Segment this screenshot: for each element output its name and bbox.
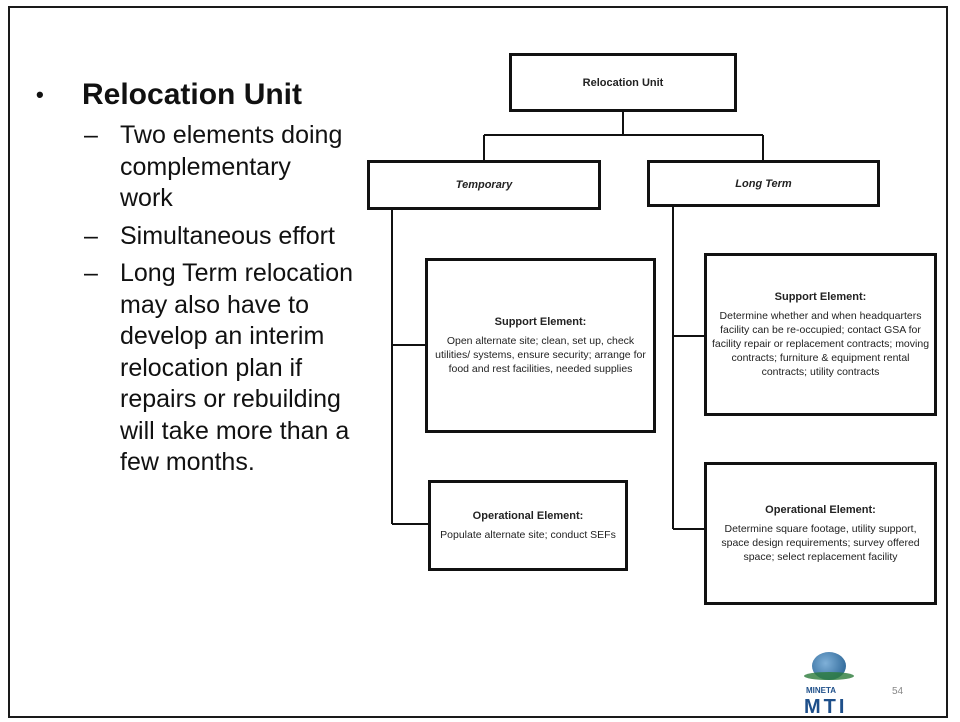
node-title: Support Element:	[774, 290, 867, 303]
node-label: Long Term	[735, 177, 792, 190]
main-bullet: • Relocation Unit	[36, 78, 366, 112]
mineta-logo: MINETA MTI	[800, 652, 860, 718]
sub-bullet-text: Simultaneous effort	[120, 221, 335, 250]
slide-frame	[8, 6, 948, 718]
node-body: Determine whether and when headquarters …	[711, 309, 930, 378]
sub-bullet-2: – Simultaneous effort	[84, 221, 366, 253]
node-relocation-unit: Relocation Unit	[509, 53, 737, 112]
logo-wordmark: MINETA	[806, 686, 837, 695]
page-number: 54	[892, 686, 904, 697]
bullet-list: • Relocation Unit – Two elements doing c…	[36, 78, 366, 479]
node-body: Determine square footage, utility suppor…	[721, 522, 920, 563]
logo-mti: MTI	[804, 696, 848, 718]
sub-bullet-text: Long Term relocation may also have to de…	[120, 259, 354, 476]
node-title: Support Element:	[494, 315, 587, 328]
node-temporary: Temporary	[367, 160, 601, 210]
node-title: Operational Element:	[472, 509, 584, 522]
node-temp-operational-element: Operational Element: Populate alternate …	[428, 480, 628, 571]
node-lt-support-element: Support Element: Determine whether and w…	[704, 253, 937, 416]
node-temp-support-element: Support Element: Open alternate site; cl…	[425, 258, 656, 433]
node-label: Relocation Unit	[582, 76, 664, 89]
node-long-term: Long Term	[647, 160, 880, 207]
main-bullet-text: Relocation Unit	[82, 78, 303, 111]
sub-bullet-1: – Two elements doing complementary work	[84, 120, 366, 215]
swoosh-icon	[804, 672, 854, 680]
node-lt-operational-element: Operational Element: Determine square fo…	[704, 462, 937, 605]
node-body: Open alternate site; clean, set up, chec…	[435, 334, 646, 375]
node-body: Populate alternate site; conduct SEFs	[440, 528, 616, 541]
node-label: Temporary	[455, 179, 513, 191]
node-title: Operational Element:	[765, 503, 876, 516]
sub-bullet-text: Two elements doing complementary work	[120, 121, 343, 212]
bullet-dot: •	[36, 82, 44, 107]
sub-bullet-3: – Long Term relocation may also have to …	[84, 258, 366, 479]
